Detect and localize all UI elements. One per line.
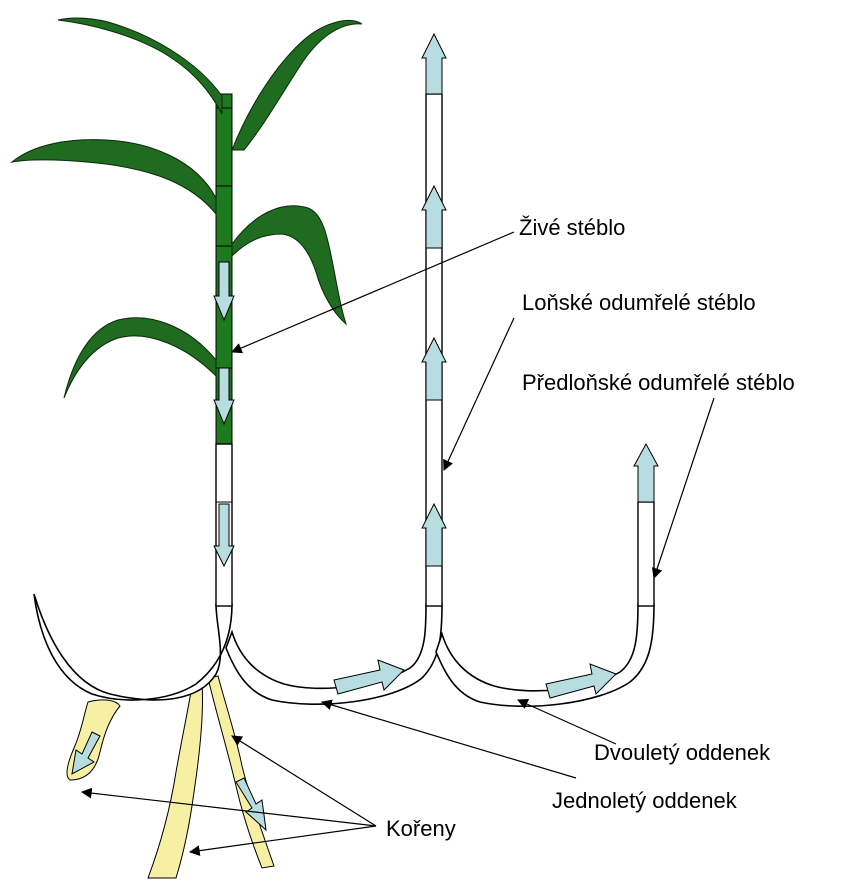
pointer-lonske-steblo (444, 318, 514, 470)
rhizome-one-year (34, 594, 232, 700)
leaf-top-right (232, 20, 362, 150)
labels: Živé stéblo Loňské odumřelé stéblo Předl… (386, 215, 795, 841)
pointer-dvoulety-oddenek (518, 700, 616, 744)
pointer-jednolety-oddenek (322, 702, 576, 778)
pointer-zive-steblo (232, 232, 514, 352)
root-middle (148, 682, 203, 878)
leaves (12, 18, 362, 398)
label-jednolety-oddenek: Jednoletý oddenek (552, 788, 738, 813)
leaf-low-left (64, 318, 216, 398)
rhizome-two-year (436, 604, 654, 706)
pointer-koreny-1 (82, 792, 376, 826)
root-right (208, 676, 274, 868)
label-lonske-steblo: Loňské odumřelé stéblo (522, 290, 756, 315)
leaf-mid-right (232, 206, 346, 324)
two-years-ago-stem (638, 502, 654, 606)
label-koreny: Kořeny (386, 816, 456, 841)
flow-arrow-up-1 (422, 34, 446, 94)
label-zive-steblo: Živé stéblo (519, 215, 625, 240)
leaf-top-left (58, 18, 222, 114)
pointer-koreny-3 (190, 826, 376, 852)
flow-arrow-up-5 (634, 444, 658, 502)
label-dvoulety-oddenek: Dvouletý oddenek (594, 740, 771, 765)
roots (67, 676, 274, 878)
leaf-mid-left (12, 140, 216, 214)
pointer-predlonske-steblo (654, 398, 714, 578)
rhizome-one-year-lateral (226, 604, 442, 704)
label-predlonske-steblo: Předloňské odumřelé stéblo (522, 370, 795, 395)
